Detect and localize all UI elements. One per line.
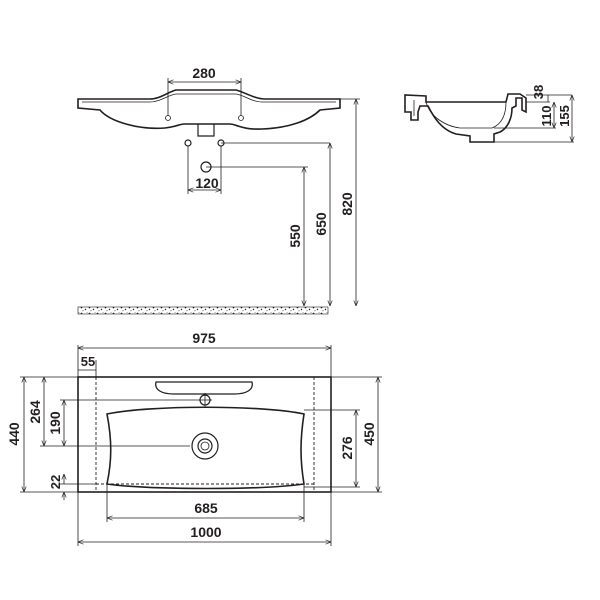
- dim-190: 190: [47, 411, 63, 435]
- dim-820: 820: [339, 192, 355, 216]
- bowl-outline: [106, 406, 305, 490]
- drain-spout: [197, 124, 215, 137]
- dim-550: 550: [287, 224, 303, 248]
- dim-440: 440: [6, 422, 22, 446]
- front-view: 280 120 550 650 820: [77, 65, 360, 315]
- tap-hole-right: [238, 115, 244, 121]
- dim-276: 276: [339, 436, 355, 460]
- drain-top: [191, 432, 219, 460]
- dim-110: 110: [539, 106, 554, 127]
- dim-685: 685: [194, 500, 218, 516]
- basin-front-inner-rim: [82, 93, 336, 103]
- dim-22: 22: [48, 475, 63, 489]
- dim-450: 450: [361, 422, 377, 446]
- tap-hole-left: [165, 115, 171, 121]
- basin-front-outline: [77, 89, 341, 130]
- side-view: 38 110 155: [404, 85, 574, 143]
- dim-264: 264: [27, 400, 43, 424]
- top-view: 975 55 440 264 190 22 276 450 685: [6, 330, 382, 546]
- floor-hatch: [77, 306, 329, 315]
- dim-280: 280: [192, 65, 216, 81]
- dim-120: 120: [195, 175, 219, 191]
- soap-tray: [155, 381, 253, 395]
- basin-side-outline: [404, 93, 527, 143]
- dim-1000: 1000: [190, 524, 221, 540]
- dim-55: 55: [81, 354, 95, 369]
- dim-38: 38: [531, 85, 546, 99]
- dim-155: 155: [557, 105, 572, 127]
- dim-650: 650: [313, 212, 329, 236]
- dim-975: 975: [192, 330, 216, 346]
- counter-outline: [77, 376, 332, 493]
- wall-hole-left: [184, 139, 192, 147]
